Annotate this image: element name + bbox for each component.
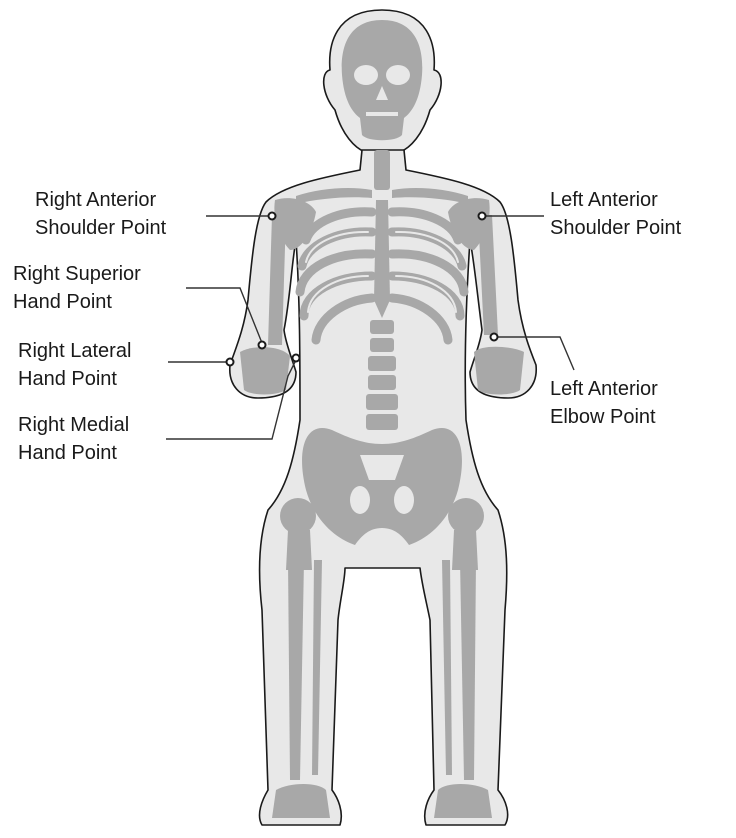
label-left-anterior-shoulder-line1: Left Anterior xyxy=(550,186,681,214)
left-foot-bones xyxy=(434,784,492,818)
label-left-anterior-shoulder-line2: Shoulder Point xyxy=(550,214,681,242)
teeth-gap xyxy=(366,112,398,116)
label-right-superior-hand-line2: Hand Point xyxy=(13,288,141,316)
point-right-superior-hand xyxy=(259,342,266,349)
right-eye-socket xyxy=(386,65,410,85)
right-hand-bones xyxy=(240,347,290,394)
right-obturator xyxy=(350,486,370,514)
sternum xyxy=(374,200,390,318)
point-left-anterior-shoulder xyxy=(479,213,486,220)
point-right-medial-hand xyxy=(293,355,300,362)
cervical-spine xyxy=(374,150,390,190)
point-right-lateral-hand xyxy=(227,359,234,366)
label-right-anterior-shoulder: Right Anterior Shoulder Point xyxy=(35,186,166,242)
label-right-lateral-hand: Right Lateral Hand Point xyxy=(18,337,131,393)
label-left-anterior-elbow-line2: Elbow Point xyxy=(550,403,658,431)
label-right-anterior-shoulder-line1: Right Anterior xyxy=(35,186,166,214)
point-left-anterior-elbow xyxy=(491,334,498,341)
label-right-medial-hand: Right Medial Hand Point xyxy=(18,411,129,467)
label-right-lateral-hand-line2: Hand Point xyxy=(18,365,131,393)
label-right-anterior-shoulder-line2: Shoulder Point xyxy=(35,214,166,242)
right-foot-bones xyxy=(272,784,330,818)
left-eye-socket xyxy=(354,65,378,85)
label-left-anterior-elbow-line1: Left Anterior xyxy=(550,375,658,403)
left-hand-bones xyxy=(474,347,524,395)
left-femur-head xyxy=(448,498,484,534)
label-right-superior-hand-line1: Right Superior xyxy=(13,260,141,288)
label-right-superior-hand: Right Superior Hand Point xyxy=(13,260,141,316)
label-left-anterior-elbow: Left Anterior Elbow Point xyxy=(550,375,658,431)
label-left-anterior-shoulder: Left Anterior Shoulder Point xyxy=(550,186,681,242)
point-right-anterior-shoulder xyxy=(269,213,276,220)
right-femur-head xyxy=(280,498,316,534)
label-right-medial-hand-line2: Hand Point xyxy=(18,439,129,467)
left-obturator xyxy=(394,486,414,514)
label-right-medial-hand-line1: Right Medial xyxy=(18,411,129,439)
label-right-lateral-hand-line1: Right Lateral xyxy=(18,337,131,365)
